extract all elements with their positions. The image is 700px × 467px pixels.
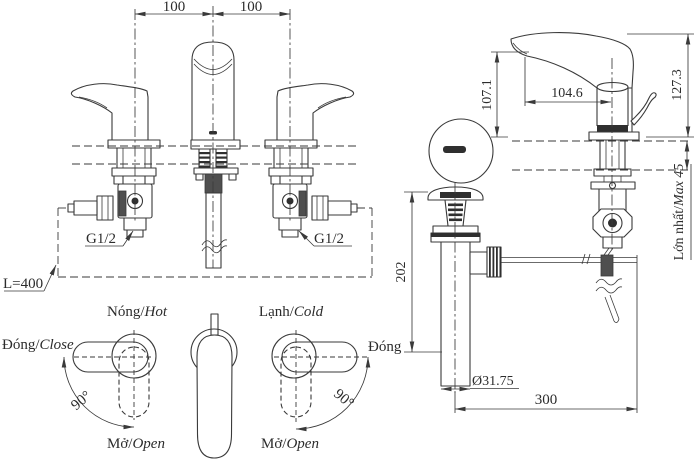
dim-label-max45: Lớn nhất/Max 45 xyxy=(672,164,687,261)
hose-length-label: L=400 xyxy=(3,264,57,292)
rotation-arc xyxy=(295,356,371,432)
dim-overall-height: 127.3 xyxy=(627,33,694,138)
dim-label-104: 104.6 xyxy=(551,86,583,101)
cold-valve-unit xyxy=(264,83,358,238)
hot-rotation-diagram: Nóng/Hot Đóng/Close Mở/Open 90° xyxy=(2,304,168,452)
dim-spout-height: 107.1 xyxy=(480,51,529,138)
dim-spout-reach: 104.6 xyxy=(524,57,612,106)
rotation-arc xyxy=(61,356,135,430)
lift-rod-linkage xyxy=(501,247,637,323)
cold-rotation-diagram: Lạnh/Cold Đóng Mở/Open 90° xyxy=(259,304,402,452)
dim-label-3175: Ø31.75 xyxy=(472,374,514,389)
drain-stopper-top-view xyxy=(428,118,494,184)
close-label-cold: Đóng xyxy=(368,339,402,355)
hot-label: Nóng/Hot xyxy=(107,304,168,320)
dim-label-202: 202 xyxy=(394,262,409,283)
thread-label-left: G1/2 xyxy=(86,231,116,247)
dim-label-100-right: 100 xyxy=(240,0,263,15)
hose-length-text: L=400 xyxy=(3,276,43,292)
spout-top-view xyxy=(190,313,238,459)
hot-valve-unit xyxy=(67,83,161,238)
pop-up-drain xyxy=(427,186,502,387)
thread-labels: G1/2 G1/2 xyxy=(85,230,352,247)
spout-front xyxy=(190,41,241,269)
faucet-side-profile xyxy=(510,32,657,141)
handle-hub xyxy=(271,333,317,379)
dim-max-deck-thickness: Lớn nhất/Max 45 xyxy=(672,140,692,261)
rod-coupling xyxy=(600,254,614,277)
side-view: 107.1 104.6 127.3 Lớn nhất/Max 45 202 xyxy=(394,32,694,413)
open-label-hot: Mở/Open xyxy=(107,436,165,452)
dim-label-100-left: 100 xyxy=(163,0,186,15)
pipe-break-mark xyxy=(201,239,228,248)
thread-label-right: G1/2 xyxy=(314,231,344,247)
pipe-break-mark xyxy=(595,278,623,286)
dim-label-300: 300 xyxy=(535,392,558,408)
open-label-cold: Mở/Open xyxy=(261,436,319,452)
dim-label-127: 127.3 xyxy=(670,69,685,101)
stopper-logo-bar xyxy=(443,146,466,153)
dim-drain-length: 202 xyxy=(394,191,442,353)
dim-drain-diameter: Ø31.75 xyxy=(440,374,519,392)
dim-label-107: 107.1 xyxy=(480,79,495,111)
rod-break-mark xyxy=(581,253,591,265)
angle-label-hot: 90° xyxy=(68,388,94,414)
hose-outline xyxy=(57,207,373,278)
dim-hole-spacing: 100 100 xyxy=(134,0,291,17)
cold-label: Lạnh/Cold xyxy=(259,304,324,320)
front-view: 100 100 G1/2 G1/2 L=400 xyxy=(3,0,373,292)
lift-rod-knob xyxy=(630,92,657,126)
base-flange xyxy=(588,131,640,141)
center-lines xyxy=(134,6,291,268)
dim-rod-reach: 300 xyxy=(454,255,638,413)
drain-tailpiece xyxy=(440,241,471,387)
angle-label-cold: 90° xyxy=(330,386,356,412)
mounting-hardware xyxy=(590,140,636,249)
close-label-hot: Đóng/Close xyxy=(2,337,74,353)
